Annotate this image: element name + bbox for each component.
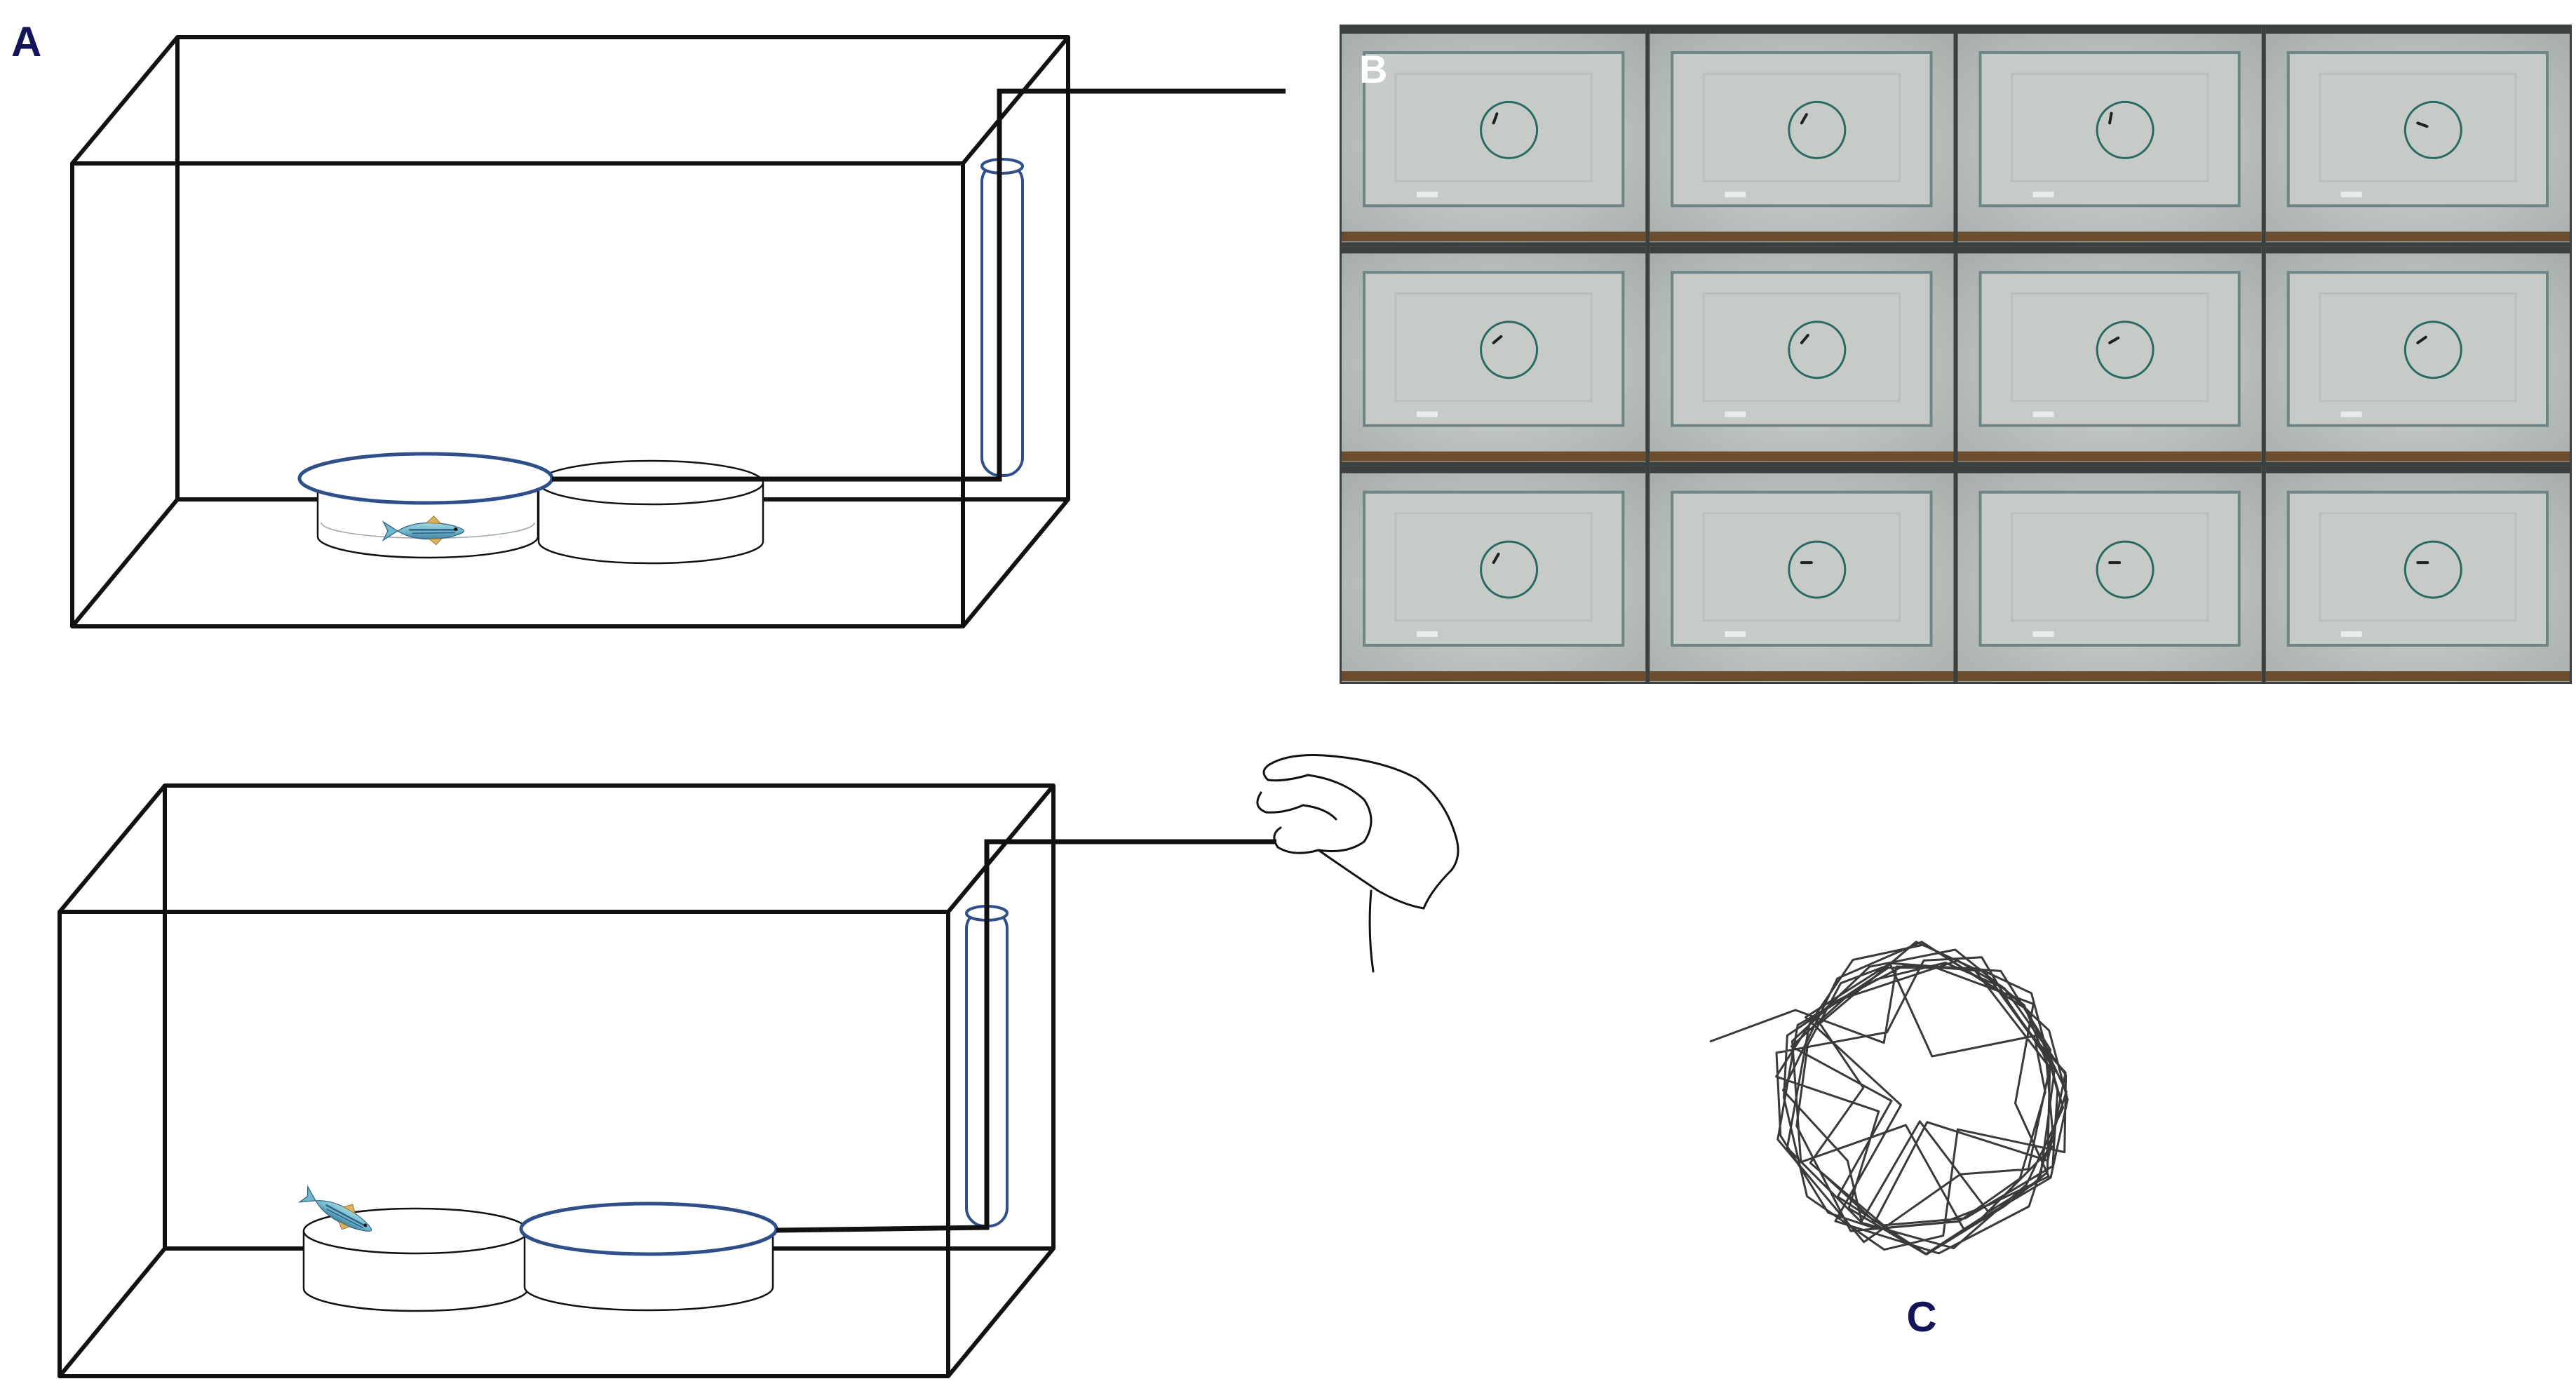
- video-frame: [2265, 246, 2570, 462]
- dish-lid-blue: [297, 452, 554, 505]
- dish-left: [302, 1207, 530, 1312]
- panel-label-b: B: [1359, 47, 1387, 91]
- tank-edge: [961, 36, 1070, 165]
- panel-b-video-grid: [1340, 25, 2572, 684]
- video-frame: [1342, 466, 1646, 682]
- panel-a-top-dishes: [297, 452, 764, 565]
- fish-mark: [2416, 121, 2429, 128]
- tank-front-face: [70, 161, 965, 628]
- panel-a-bottom-dishes: [296, 1180, 778, 1312]
- fish-mark: [1800, 334, 1809, 344]
- tank-back-face: [175, 35, 1070, 502]
- fish-mark: [1800, 113, 1808, 125]
- video-frame: [1650, 27, 1954, 243]
- panel-label-c: C: [1906, 1293, 1936, 1340]
- trajectory-path: [1709, 941, 2069, 1256]
- panel-c-swim-trajectory: [1709, 941, 2069, 1256]
- tank-edge: [70, 36, 180, 165]
- video-frame: [1342, 246, 1646, 462]
- fish-mark: [2108, 112, 2113, 125]
- dish-right: [537, 459, 764, 565]
- panel-a-top-tube: [980, 158, 1024, 477]
- video-frame: [1650, 466, 1954, 682]
- tank-edge: [961, 498, 1070, 628]
- video-frame: [2265, 27, 2570, 243]
- fish-mark: [1492, 552, 1500, 565]
- tank-edge: [70, 498, 180, 628]
- dish-lid-blue: [519, 1202, 778, 1256]
- hand-icon: [1256, 754, 1459, 973]
- panel-label-a: A: [11, 18, 41, 65]
- panel-a-top-tank: [70, 35, 1070, 628]
- tank-edge: [946, 1247, 1056, 1378]
- video-frame: [1957, 246, 2262, 462]
- fish-mark: [2416, 335, 2427, 344]
- tank-front-face: [58, 910, 950, 1378]
- video-frame: [1957, 27, 2262, 243]
- pull-string-bottom: [776, 839, 1276, 1233]
- pull-string-top: [552, 88, 1286, 482]
- dish-right: [519, 1202, 778, 1312]
- video-frame: [2265, 466, 2570, 682]
- fish-mark: [2108, 336, 2120, 344]
- tank-edge: [58, 784, 167, 913]
- video-frame: [1957, 466, 2262, 682]
- video-frame: [1342, 27, 1646, 243]
- video-frame: [1650, 246, 1954, 462]
- tank-edge: [946, 784, 1056, 913]
- tank-back-face: [163, 783, 1056, 1251]
- fish-mark: [1492, 112, 1499, 125]
- fish-mark: [1492, 335, 1503, 344]
- panel-a-bottom-tank: [58, 783, 1056, 1378]
- tank-edge: [58, 1247, 167, 1378]
